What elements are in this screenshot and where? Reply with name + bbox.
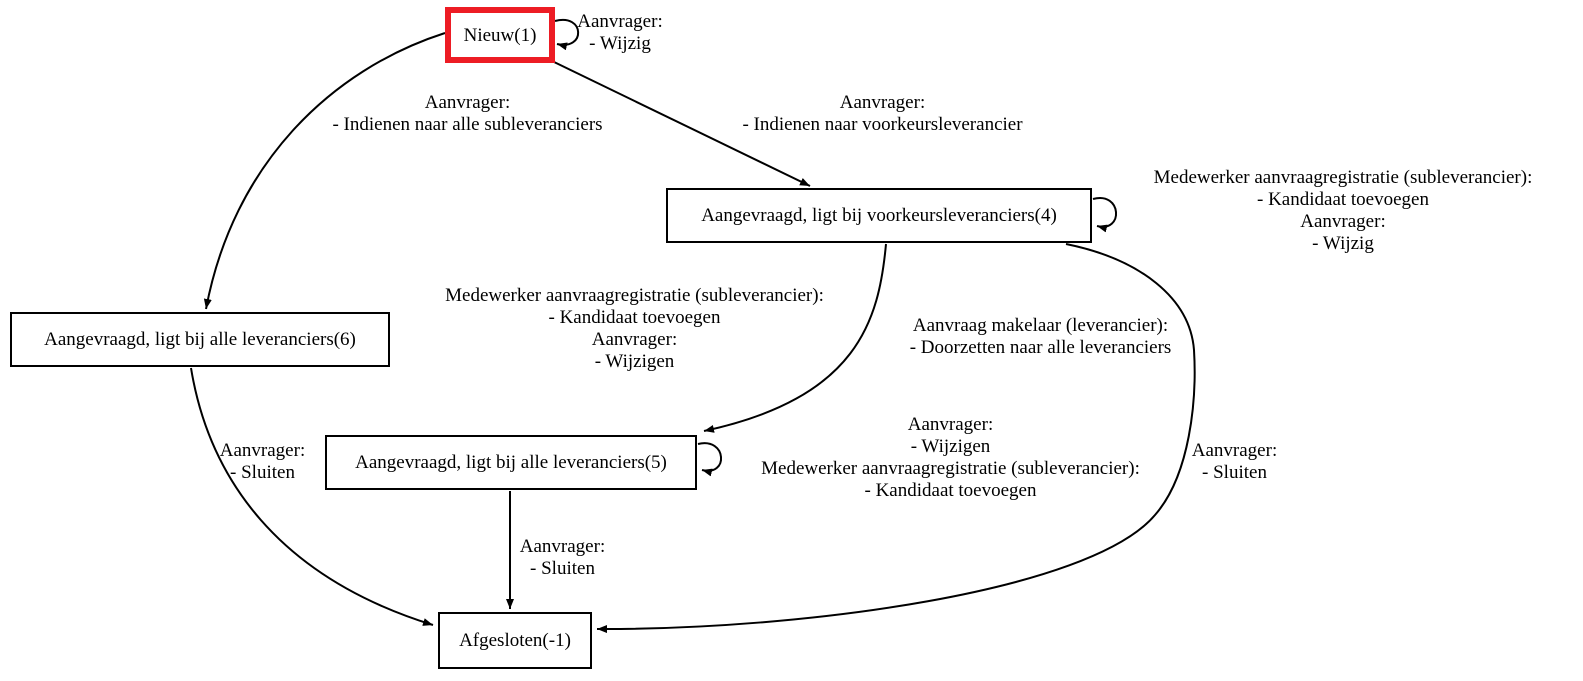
edge-label-line: - Doorzetten naar alle leveranciers xyxy=(909,337,1172,358)
edge-label-line: - Sluiten xyxy=(1202,462,1267,483)
edge-label-line: - Wijzig xyxy=(589,33,651,54)
edge-label-line: - Indienen naar voorkeursleverancier xyxy=(742,114,1023,135)
edge-label-indienen-voorkeursleverancier: Aanvrager: - Indienen naar voorkeursleve… xyxy=(685,92,1080,136)
state-node-label: Aangevraagd, ligt bij alle leveranciers(… xyxy=(355,452,667,473)
edge-label-line: Aanvrager: xyxy=(1300,211,1386,232)
state-node-label: Aangevraagd, ligt bij alle leveranciers(… xyxy=(44,329,356,350)
edge-voorkeur4-self-loop xyxy=(1092,196,1118,233)
edge-label-line: Aanvrager: xyxy=(839,92,926,113)
state-node-afgesloten[interactable]: Afgesloten(-1) xyxy=(438,612,592,669)
edge-label-alle5-self: Aanvrager: - Wijzigen Medewerker aanvraa… xyxy=(718,414,1183,502)
edge-label-line: Medewerker aanvraagregistratie (sublever… xyxy=(445,285,824,306)
edge-label-alle6-self: Medewerker aanvraagregistratie (sublever… xyxy=(402,285,867,373)
edge-label-line: Aanvrager: xyxy=(519,536,606,557)
edge-label-line: Aanvrager: xyxy=(577,11,663,32)
edge-label-nieuw-self: Aanvrager: - Wijzig xyxy=(560,11,680,55)
edge-label-line: - Kandidaat toevoegen xyxy=(548,307,721,328)
edge-nieuw-to-alle-leveranciers6 xyxy=(203,32,446,310)
edge-label-line: - Kandidaat toevoegen xyxy=(1257,189,1429,210)
state-node-label: Afgesloten(-1) xyxy=(459,630,571,651)
state-node-label: Aangevraagd, ligt bij voorkeursleveranci… xyxy=(701,205,1057,226)
edge-label-line: Aanvrager: xyxy=(1191,440,1278,461)
edge-nieuw-to-voorkeursleveranciers4 xyxy=(551,60,811,187)
edge-label-voorkeur4-self: Medewerker aanvraagregistratie (sublever… xyxy=(1113,167,1573,255)
edge-label-doorzetten-alle-leveranciers: Aanvraag makelaar (leverancier): - Doorz… xyxy=(868,315,1213,359)
edge-label-alle5-sluiten: Aanvrager: - Sluiten xyxy=(500,536,625,580)
edge-label-indienen-alle-subleveranciers: Aanvrager: - Indienen naar alle sublever… xyxy=(270,92,665,136)
edge-label-line: Aanvrager: xyxy=(219,440,306,461)
edge-label-alle6-sluiten: Aanvrager: - Sluiten xyxy=(200,440,325,484)
state-node-aangevraagd-alle-leveranciers-6[interactable]: Aangevraagd, ligt bij alle leveranciers(… xyxy=(10,312,390,367)
edge-label-line: - Kandidaat toevoegen xyxy=(864,480,1037,501)
state-node-label: Nieuw(1) xyxy=(463,24,537,46)
edge-label-line: - Wijzigen xyxy=(594,351,675,372)
edge-label-line: Aanvrager: xyxy=(591,329,678,350)
edge-voorkeur4-to-afgesloten xyxy=(596,243,1196,634)
edge-alle6-to-afgesloten xyxy=(190,367,434,626)
edge-label-line: Medewerker aanvraagregistratie (sublever… xyxy=(761,458,1140,479)
edge-label-line: - Sluiten xyxy=(230,462,295,483)
edge-label-line: - Wijzigen xyxy=(910,436,991,457)
edge-label-line: Aanvrager: xyxy=(424,92,511,113)
edge-label-line: - Sluiten xyxy=(530,558,595,579)
state-node-aangevraagd-alle-leveranciers-5[interactable]: Aangevraagd, ligt bij alle leveranciers(… xyxy=(325,435,697,490)
state-node-nieuw[interactable]: Nieuw(1) xyxy=(445,7,555,63)
edge-nieuw-self-loop xyxy=(554,18,580,51)
edge-label-line: Medewerker aanvraagregistratie (sublever… xyxy=(1153,167,1533,188)
edge-alle5-self-loop xyxy=(697,442,722,477)
edge-label-voorkeur4-sluiten: Aanvrager: - Sluiten xyxy=(1172,440,1297,484)
edge-voorkeur4-to-alle5 xyxy=(703,243,887,433)
edge-label-line: Aanvrager: xyxy=(907,414,994,435)
edge-label-line: - Wijzig xyxy=(1312,233,1374,254)
state-node-aangevraagd-voorkeursleveranciers[interactable]: Aangevraagd, ligt bij voorkeursleveranci… xyxy=(666,188,1092,243)
edge-label-line: Aanvraag makelaar (leverancier): xyxy=(912,315,1169,336)
edge-label-line: - Indienen naar alle subleveranciers xyxy=(332,114,603,135)
